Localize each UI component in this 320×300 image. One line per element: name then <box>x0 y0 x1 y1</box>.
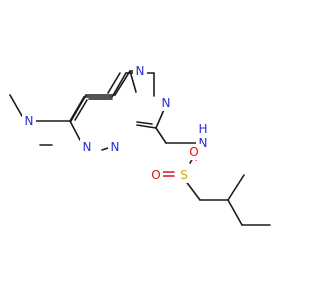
atom-label-n-triazole-right: N <box>162 96 171 110</box>
atom-label-n-dimethylamino: N <box>25 114 34 128</box>
label-bg-o-right <box>187 144 201 160</box>
label-bg-npyr <box>80 139 94 155</box>
atom-label-n-triazole-top: N <box>136 64 145 78</box>
atom-label-o-right: O <box>189 145 198 159</box>
atom-label-n-amide: N <box>199 136 208 150</box>
atom-label-o-left: O <box>151 168 160 182</box>
atom-label-n-bridge: N <box>111 140 120 154</box>
molecule-structure: N N N N N N H S O O <box>9 63 271 226</box>
atom-label-h-amide: H <box>198 122 207 136</box>
atom-label-n-pyridazine: N <box>83 140 92 154</box>
bond-c1-n-pyr <box>69 120 81 141</box>
label-bg-nright <box>159 95 173 111</box>
label-bg-o-left <box>149 167 163 183</box>
bond-ch-ch2b <box>227 199 243 226</box>
label-bg-nme2 <box>22 113 36 129</box>
label-bg-s <box>177 167 191 183</box>
bond-tri-e <box>136 121 153 125</box>
bond-ring-a <box>70 94 87 122</box>
bond-ring-c <box>114 70 131 96</box>
bond-ch2-a <box>155 127 167 144</box>
label-bg-ntop <box>133 63 147 79</box>
label-bg-nbridge <box>108 139 122 155</box>
atom-label-s-sulfonyl: S <box>180 168 188 182</box>
bond-tri-b <box>129 70 137 93</box>
bond-s-ch2 <box>184 179 201 201</box>
bond-c1-c2-double <box>74 99 88 121</box>
bond-c3-c4 <box>111 72 127 98</box>
bond-c3-c4-double <box>107 72 121 94</box>
bond-me1-n <box>9 94 23 117</box>
bond-tri-d <box>136 124 157 129</box>
bond-ch-me <box>227 174 245 201</box>
